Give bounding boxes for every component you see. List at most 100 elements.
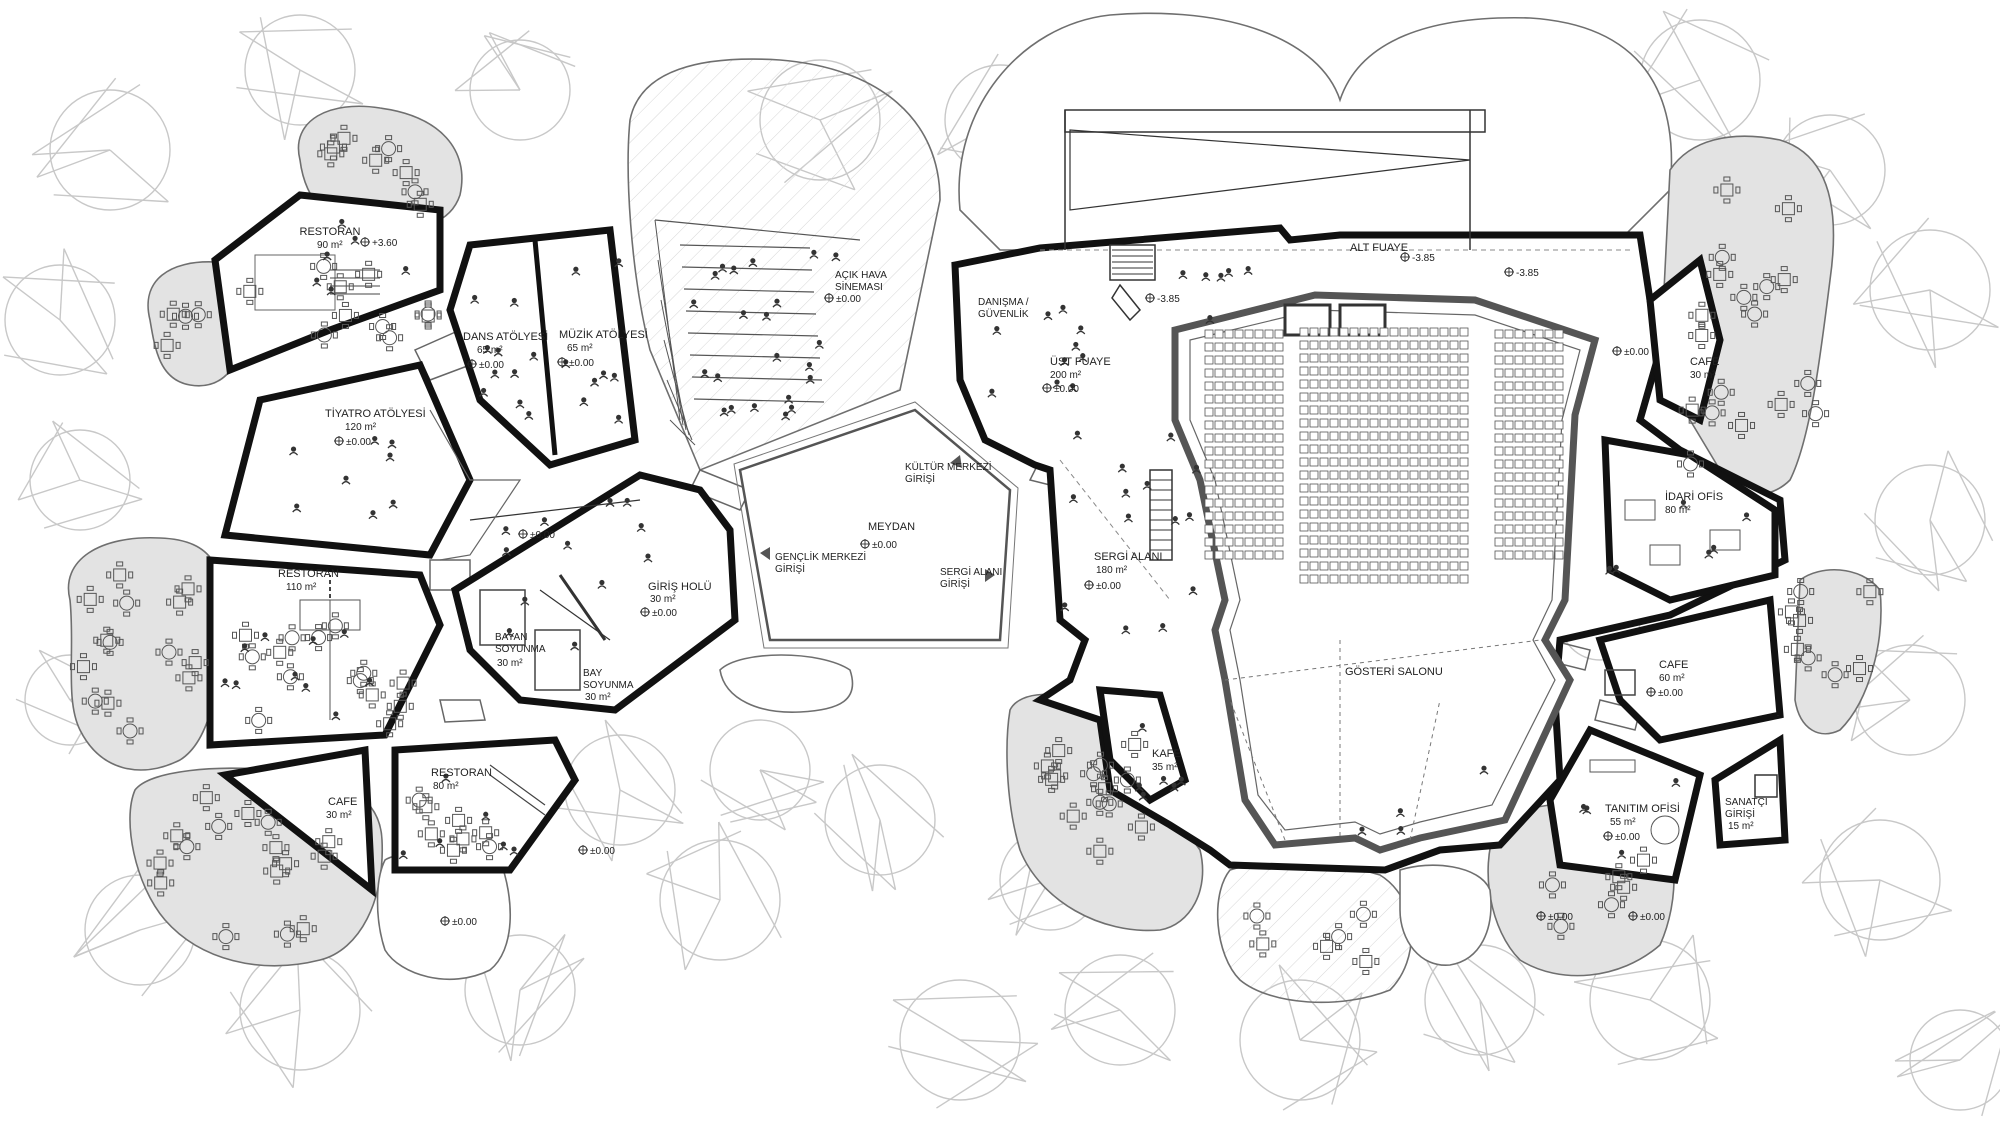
tree: [1852, 217, 1999, 369]
seat: [1214, 537, 1224, 547]
seat: [1459, 574, 1469, 584]
person-figure: [713, 373, 723, 383]
seat: [1449, 470, 1459, 480]
seat: [1544, 511, 1554, 521]
level-marker-icon: [1536, 911, 1546, 921]
seat: [1204, 485, 1214, 495]
table-set: [272, 850, 300, 878]
tree: [1894, 1009, 2000, 1117]
seat: [1264, 511, 1274, 521]
seat: [1449, 418, 1459, 428]
seat: [1379, 405, 1389, 415]
person-figure: [509, 846, 519, 856]
room-name: TANITIM OFİSİ: [1605, 802, 1680, 815]
table-set: [106, 561, 134, 589]
seat: [1544, 472, 1554, 482]
table-set: [174, 575, 202, 603]
seat: [1554, 485, 1564, 495]
seat: [1534, 381, 1544, 391]
seat: [1429, 405, 1439, 415]
seat: [1234, 329, 1244, 339]
seat: [1419, 340, 1429, 350]
seat: [1419, 535, 1429, 545]
seat: [1359, 444, 1369, 454]
seat: [1419, 496, 1429, 506]
person-figure: [510, 369, 520, 379]
seat: [1264, 355, 1274, 365]
table-set: [69, 653, 97, 681]
person-figure: [322, 251, 332, 261]
person-figure: [292, 503, 302, 513]
seat: [1429, 327, 1439, 337]
table-set: [1713, 176, 1741, 204]
seat: [1419, 522, 1429, 532]
seat: [1554, 472, 1564, 482]
person-figure: [479, 387, 489, 397]
seat: [1204, 550, 1214, 560]
seat: [1214, 342, 1224, 352]
room-cafe-60: [1595, 595, 1784, 744]
seat: [1299, 444, 1309, 454]
seat: [1319, 470, 1329, 480]
table-set: [1783, 635, 1811, 663]
person-figure: [1479, 765, 1489, 775]
seat: [1514, 524, 1524, 534]
table-set: [1767, 390, 1795, 418]
table-set: [147, 869, 175, 897]
seat: [1319, 496, 1329, 506]
seat: [1449, 535, 1459, 545]
seat: [1379, 496, 1389, 506]
seat: [1234, 550, 1244, 560]
seat: [1399, 379, 1409, 389]
seat: [1349, 366, 1359, 376]
room-area: 65 m²: [477, 345, 503, 356]
person-figure: [563, 540, 573, 550]
seat: [1369, 457, 1379, 467]
seat: [1439, 522, 1449, 532]
seat: [1379, 561, 1389, 571]
table-set: [1538, 871, 1566, 899]
person-figure: [597, 579, 607, 589]
person-figure: [1611, 564, 1621, 574]
seat: [1309, 366, 1319, 376]
seat: [1379, 483, 1389, 493]
seat: [1419, 353, 1429, 363]
seat: [1439, 340, 1449, 350]
seat: [1274, 394, 1284, 404]
seat: [1254, 524, 1264, 534]
person-figure: [1742, 512, 1752, 522]
table-set: [310, 321, 338, 349]
seat: [1494, 329, 1504, 339]
seat: [1274, 342, 1284, 352]
person-figure: [1142, 480, 1152, 490]
canopy: [1064, 109, 1486, 250]
seat: [1254, 472, 1264, 482]
seat: [1254, 394, 1264, 404]
seat: [1544, 459, 1554, 469]
seat: [1524, 459, 1534, 469]
person-figure: [1123, 513, 1133, 523]
seat: [1309, 418, 1319, 428]
seat: [1439, 327, 1449, 337]
seat: [1459, 535, 1469, 545]
person-figure: [1357, 826, 1367, 836]
seat: [1449, 366, 1459, 376]
room-tiyatro: [220, 360, 474, 559]
tree: [813, 753, 945, 892]
seat: [1274, 368, 1284, 378]
seat: [1224, 537, 1234, 547]
seat: [1254, 381, 1264, 391]
table-set: [362, 146, 390, 174]
seat: [1419, 379, 1429, 389]
seat: [1554, 550, 1564, 560]
room-restoran-90: [211, 191, 444, 375]
seat: [1274, 381, 1284, 391]
seat: [1349, 418, 1359, 428]
seat: [1264, 537, 1274, 547]
seat: [1349, 353, 1359, 363]
room-name: RESTORAN: [431, 767, 492, 779]
person-figure: [729, 265, 739, 275]
table-set: [205, 812, 233, 840]
